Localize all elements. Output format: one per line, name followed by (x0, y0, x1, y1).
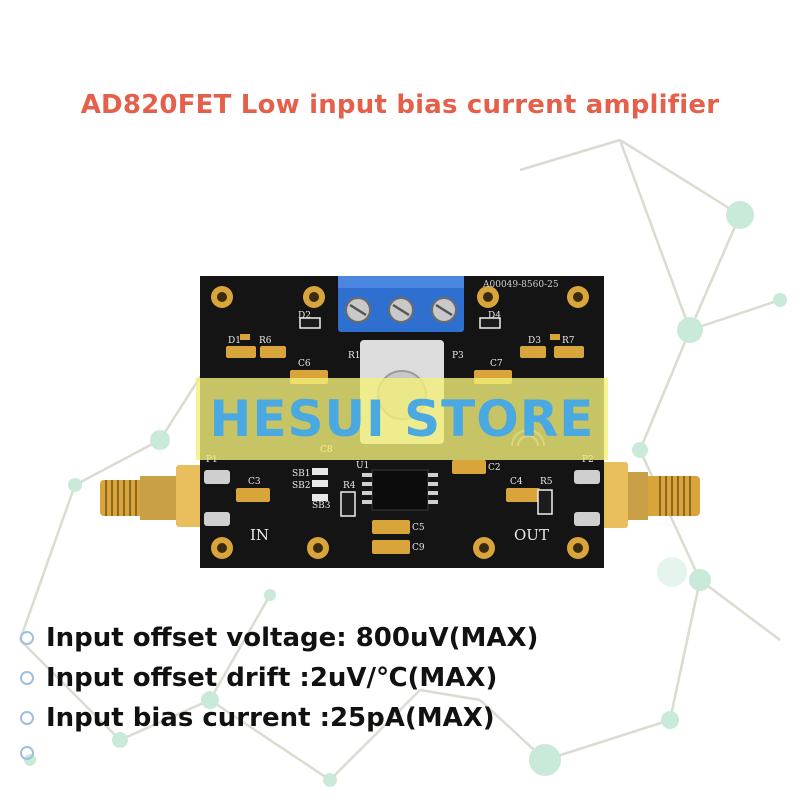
label-d2: D2 (298, 311, 311, 321)
board-marking: A00049-8560-25 (482, 280, 559, 290)
feature-text: Input offset voltage: 800uV(MAX) (46, 623, 539, 653)
feature-text: Input bias current :25pA(MAX) (46, 703, 495, 733)
feature-list: Input offset voltage: 800uV(MAX) Input o… (20, 618, 780, 768)
sma-connector-icon-right (598, 462, 700, 528)
label-c7: C7 (490, 359, 503, 369)
screw-terminal-icon (345, 297, 457, 323)
label-c9: C9 (412, 543, 425, 553)
label-p1: P1 (206, 455, 218, 465)
feature-item: Input bias current :25pA(MAX) (20, 698, 780, 738)
store-watermark: HESUI STORE (196, 378, 608, 460)
feature-item: Input offset voltage: 800uV(MAX) (20, 618, 780, 658)
label-sb3: SB3 (312, 501, 331, 511)
label-d4: D4 (488, 311, 501, 321)
label-p2: P2 (582, 455, 594, 465)
label-c2: C2 (488, 463, 501, 473)
product-title: AD820FET Low input bias current amplifie… (80, 90, 720, 120)
label-in: IN (250, 526, 269, 544)
sma-connector-icon-left (100, 465, 204, 527)
feature-item: Input offset drift :2uV/℃(MAX) (20, 658, 780, 698)
ring-bullet-icon (20, 631, 34, 645)
label-r1: R1 (348, 351, 361, 361)
label-c3: C3 (248, 477, 261, 487)
label-sb1: SB1 (292, 469, 311, 479)
label-r7: R7 (562, 336, 575, 346)
terminal-block (338, 276, 464, 332)
ring-bullet-icon (20, 711, 34, 725)
label-r4: R4 (343, 481, 356, 491)
ring-bullet-icon (20, 746, 34, 760)
label-r6: R6 (259, 336, 272, 346)
label-p3: P3 (452, 351, 464, 361)
label-c4: C4 (510, 477, 523, 487)
label-c6: C6 (298, 359, 311, 369)
label-sb2: SB2 (292, 481, 311, 491)
label-u1: U1 (356, 461, 369, 471)
label-d3: D3 (528, 336, 541, 346)
ring-bullet-icon (20, 671, 34, 685)
feature-text: Input offset drift :2uV/℃(MAX) (46, 663, 498, 693)
label-r5: R5 (540, 477, 553, 487)
label-d1: D1 (228, 336, 241, 346)
ic-chip-icon (362, 469, 438, 511)
label-c5: C5 (412, 523, 425, 533)
led-icon (240, 334, 560, 340)
label-out: OUT (514, 526, 549, 544)
feature-item (20, 738, 780, 768)
